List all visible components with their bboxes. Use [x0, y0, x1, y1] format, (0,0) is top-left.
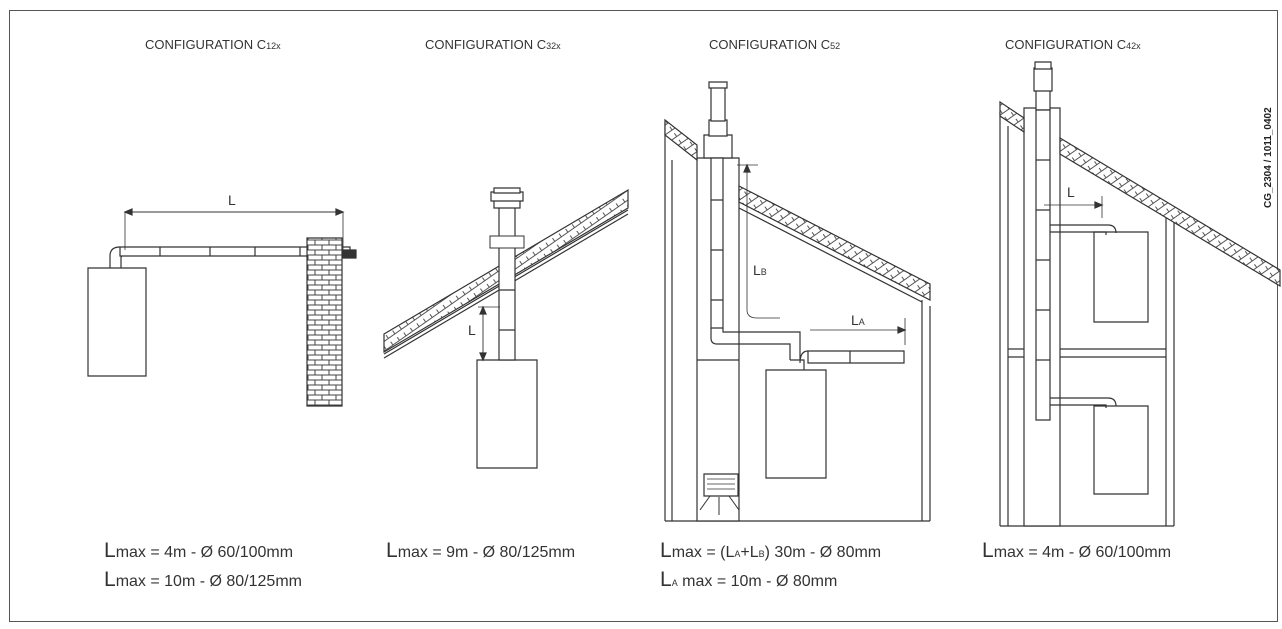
- c42x-boiler-lower: [1094, 406, 1148, 494]
- c42x-stack: [1036, 90, 1050, 110]
- c52-formula-2: LA max = 10m - Ø 80mm: [660, 568, 838, 591]
- c12x-brick-wall: [307, 238, 342, 406]
- c52-lb-label: LB: [753, 262, 767, 278]
- config-2-title: CONFIGURATION C32x: [425, 37, 561, 52]
- c42x-roof-right: [1060, 138, 1280, 286]
- c52-chimney-cap: [704, 135, 732, 158]
- c52-air-pipe: [808, 351, 904, 363]
- c52-roof-left: [665, 120, 697, 160]
- c52-la-dimension: [810, 318, 905, 345]
- c42x-dimension-label: L: [1067, 184, 1075, 200]
- config-4-title: CONFIGURATION C42x: [1005, 37, 1141, 52]
- c52-formula-1: Lmax = (LA+LB) 30m - Ø 80mm: [660, 539, 882, 562]
- c32x-drawing: [384, 188, 628, 468]
- figure-frame: [9, 10, 1278, 622]
- c42x-common-flue: [1036, 110, 1050, 420]
- c32x-dimension-label: L: [468, 322, 476, 338]
- c12x-formula-1: Lmax = 4m - Ø 60/100mm: [104, 539, 294, 562]
- c42x-formula-1: Lmax = 4m - Ø 60/100mm: [982, 539, 1172, 562]
- c42x-dimension-line: [1044, 196, 1102, 218]
- c32x-vertical-flue: [499, 206, 515, 360]
- c32x-formula-1: Lmax = 9m - Ø 80/125mm: [386, 539, 576, 562]
- config-3-title: CONFIGURATION C52: [709, 37, 841, 52]
- config-1-title: CONFIGURATION C12x: [145, 37, 281, 52]
- c52-air-grille: [704, 474, 738, 496]
- c42x-roof-left: [1000, 102, 1024, 132]
- c12x-formula-2: Lmax = 10m - Ø 80/125mm: [104, 568, 302, 591]
- c42x-boiler-upper: [1094, 232, 1148, 322]
- c52-drawing: [665, 82, 930, 521]
- c12x-dimension-label: L: [228, 192, 236, 208]
- c52-roof-right: [739, 186, 930, 300]
- c52-boiler: [766, 370, 826, 478]
- c52-inner-flue: [711, 158, 723, 328]
- c12x-drawing: [88, 209, 356, 406]
- c42x-drawing: [1000, 62, 1280, 526]
- c32x-boiler: [477, 360, 537, 468]
- c52-la-label: LA: [851, 312, 865, 328]
- c12x-boiler: [88, 268, 146, 376]
- c12x-terminal: [342, 250, 356, 258]
